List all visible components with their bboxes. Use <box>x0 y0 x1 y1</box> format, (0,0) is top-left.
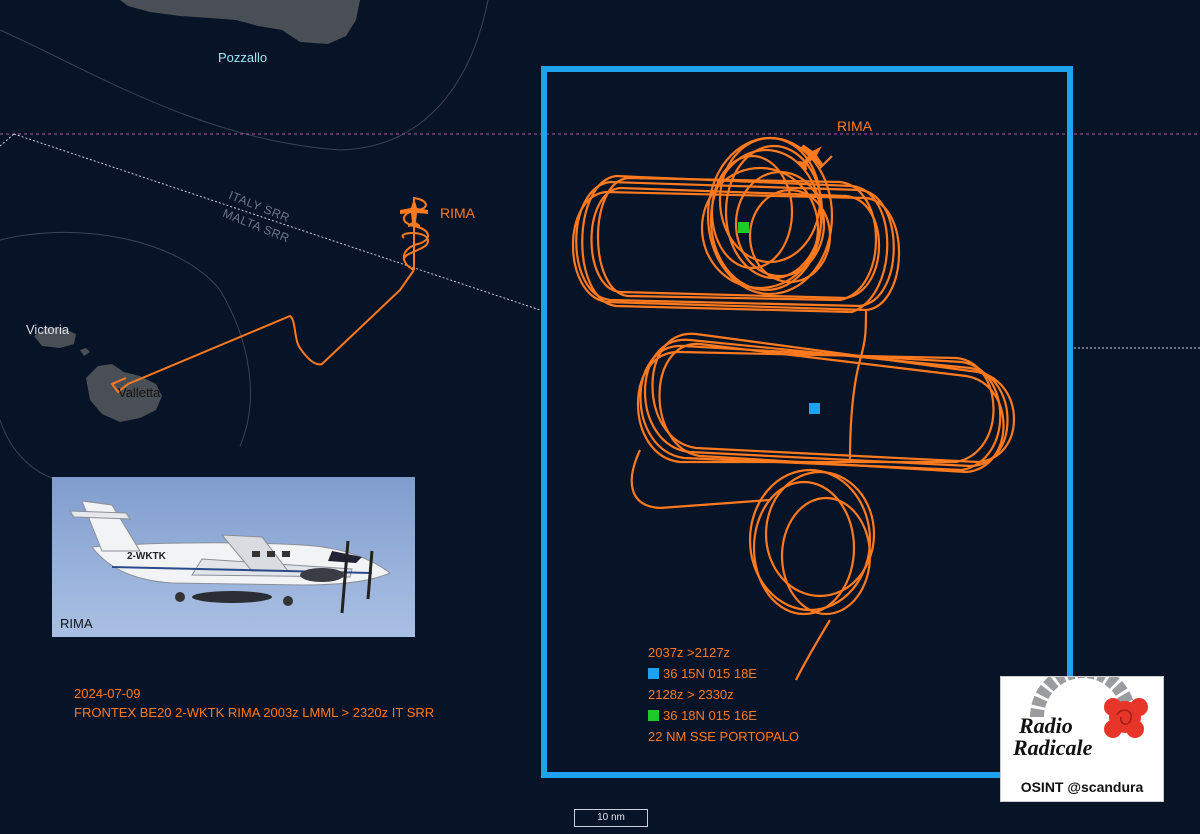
time-range-1: 2037z >2127z <box>648 645 731 660</box>
callsign-label-outer: RIMA <box>440 205 475 221</box>
blue-square-icon <box>648 668 659 679</box>
place-label-victoria: Victoria <box>26 322 70 337</box>
patrol-track-upper <box>571 136 901 461</box>
zoom-area-frame <box>541 66 1073 778</box>
position-readout: 2037z >2127z 36 15N 015 18E 2128z > 2330… <box>648 642 799 747</box>
airplane-icon[interactable] <box>791 136 831 176</box>
sicily-landmass <box>120 0 360 44</box>
position-2: 36 18N 015 16E <box>663 708 757 723</box>
distance-note: 22 NM SSE PORTOPALO <box>648 729 799 744</box>
airplane-icon[interactable] <box>400 198 428 227</box>
logo-text-radio: Radio <box>1019 713 1073 738</box>
flight-description: FRONTEX BE20 2-WKTK RIMA 2003z LMML > 23… <box>74 705 435 720</box>
time-range-2: 2128z > 2330z <box>648 687 734 702</box>
srr-boundary-line-left <box>0 133 15 147</box>
position-1: 36 15N 015 18E <box>663 666 757 681</box>
radio-radicale-logo[interactable]: Radio Radicale OSINT @scandura <box>1000 676 1164 802</box>
place-label-pozzallo: Pozzallo <box>218 50 268 65</box>
position-row-1: 36 15N 015 18E <box>648 663 799 684</box>
flight-date: 2024-07-09 <box>74 686 141 701</box>
logo-text-radicale: Radicale <box>1013 735 1093 760</box>
flight-track-outbound <box>110 269 415 394</box>
position-marker-green[interactable] <box>738 222 749 233</box>
contour-line <box>0 231 251 447</box>
srr-boundary-line <box>13 133 541 311</box>
contour-line <box>0 419 53 479</box>
aircraft-illustration <box>69 500 391 614</box>
patrol-track-lower <box>630 332 1016 681</box>
aircraft-registration: 2-WKTK <box>127 551 166 562</box>
photo-caption: RIMA <box>60 616 93 631</box>
position-marker-blue[interactable] <box>809 403 820 414</box>
aircraft-photo: 2-WKTK RIMA <box>52 477 415 637</box>
flight-info: 2024-07-09 FRONTEX BE20 2-WKTK RIMA 2003… <box>74 684 434 722</box>
gozo-island <box>34 328 76 348</box>
callsign-label-inset: RIMA <box>837 118 872 134</box>
green-square-icon <box>648 710 659 721</box>
contour-line <box>0 0 489 151</box>
comino-island <box>80 348 90 356</box>
scale-bar: 10 nm <box>574 809 648 827</box>
osint-credit: OSINT @scandura <box>1020 779 1144 795</box>
place-label-valletta: Valletta <box>118 385 161 400</box>
position-row-2: 36 18N 015 16E <box>648 705 799 726</box>
logo-graphic <box>1030 677 1148 738</box>
